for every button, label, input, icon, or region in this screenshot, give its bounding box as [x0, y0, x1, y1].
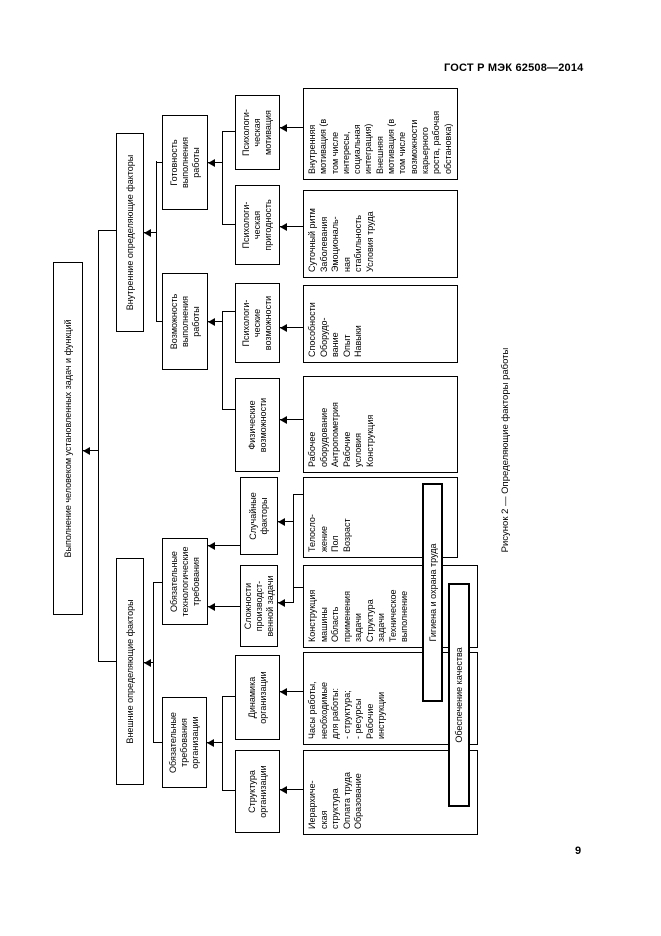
arrow-head	[280, 416, 287, 424]
connector-line	[98, 661, 117, 662]
arrow-head	[278, 518, 285, 526]
node-org-structure: Структура организации	[235, 750, 280, 833]
node-org-dynamics: Динамика организации	[235, 655, 280, 740]
arrow-head	[278, 599, 285, 607]
node-psy-capabilities: Психологи- ческие возможности	[235, 283, 280, 363]
arrow-head	[208, 159, 215, 167]
connector-line	[222, 696, 223, 791]
connector-line	[153, 582, 163, 583]
figure-2-diagram: Выполнение человеком установленных задач…	[50, 80, 480, 840]
connector-line	[293, 494, 303, 495]
arrow-head	[208, 318, 215, 326]
connector-line	[222, 224, 235, 225]
connector-line	[98, 230, 117, 231]
arrow-head	[280, 324, 287, 332]
bar-hygiene-labor-safety: Гигиена и охрана труда	[422, 483, 443, 702]
arrow-head	[280, 223, 287, 231]
node-psy-fitness: Психологи- ческая пригодность	[235, 185, 280, 265]
connector-line	[156, 321, 163, 322]
node-ability: Возможность выполнения работы	[162, 273, 208, 370]
connector-line	[293, 587, 303, 588]
bar-quality-assurance: Обеспечение качества	[448, 583, 470, 807]
connector-line	[222, 311, 223, 410]
connector-line	[156, 161, 157, 322]
node-task-complexity: Сложности производст- венной задачи	[240, 565, 278, 647]
arrow-head	[208, 542, 215, 550]
arrow-head	[207, 739, 214, 747]
arrow-head	[83, 447, 90, 455]
list-phys-capability-factors: Рабочее оборудование Антропометрия Рабоч…	[303, 376, 458, 473]
node-task-performance: Выполнение человеком установленных задач…	[53, 262, 83, 615]
node-psy-motivation: Психологи- ческая мотивация	[235, 95, 280, 170]
node-org-requirements: Обязательные требования организации	[162, 697, 207, 788]
node-readiness: Готовность выполнения работы	[162, 115, 208, 210]
node-internal-factors: Внутренние определяющие факторы	[116, 133, 144, 332]
arrow-head	[144, 659, 151, 667]
page-number: 9	[574, 845, 582, 857]
connector-line	[222, 696, 235, 697]
connector-line	[156, 162, 163, 163]
connector-line	[222, 409, 235, 410]
connector-line	[222, 131, 223, 225]
node-external-factors: Внешние определяющие факторы	[116, 558, 144, 785]
arrow-head	[280, 786, 287, 794]
list-motivation-factors: Внутренняя мотивация (в том числе интере…	[303, 88, 458, 180]
node-phys-capabilities: Физические возможности	[235, 378, 280, 472]
node-tech-requirements: Обязательные технологические требования	[162, 538, 208, 625]
arrow-head	[280, 124, 287, 132]
arrow-head	[280, 688, 287, 696]
connector-line	[153, 742, 163, 743]
figure-caption: Рисунок 2 — Определяющие факторы работы	[500, 347, 511, 553]
arrow-head	[208, 603, 215, 611]
node-random-factors: Случайные факторы	[240, 477, 278, 555]
connector-line	[222, 790, 235, 791]
standard-number-header: ГОСТ Р МЭК 62508—2014	[444, 62, 584, 74]
list-psy-capability-factors: Способности Оборудо- вание Опыт Навыки	[303, 285, 458, 363]
connector-line	[222, 311, 235, 312]
connector-line	[98, 230, 99, 662]
connector-line	[222, 131, 235, 132]
arrow-head	[144, 229, 151, 237]
list-fitness-factors: Суточный ритм Заболевания Эмоциональ- на…	[303, 190, 458, 278]
